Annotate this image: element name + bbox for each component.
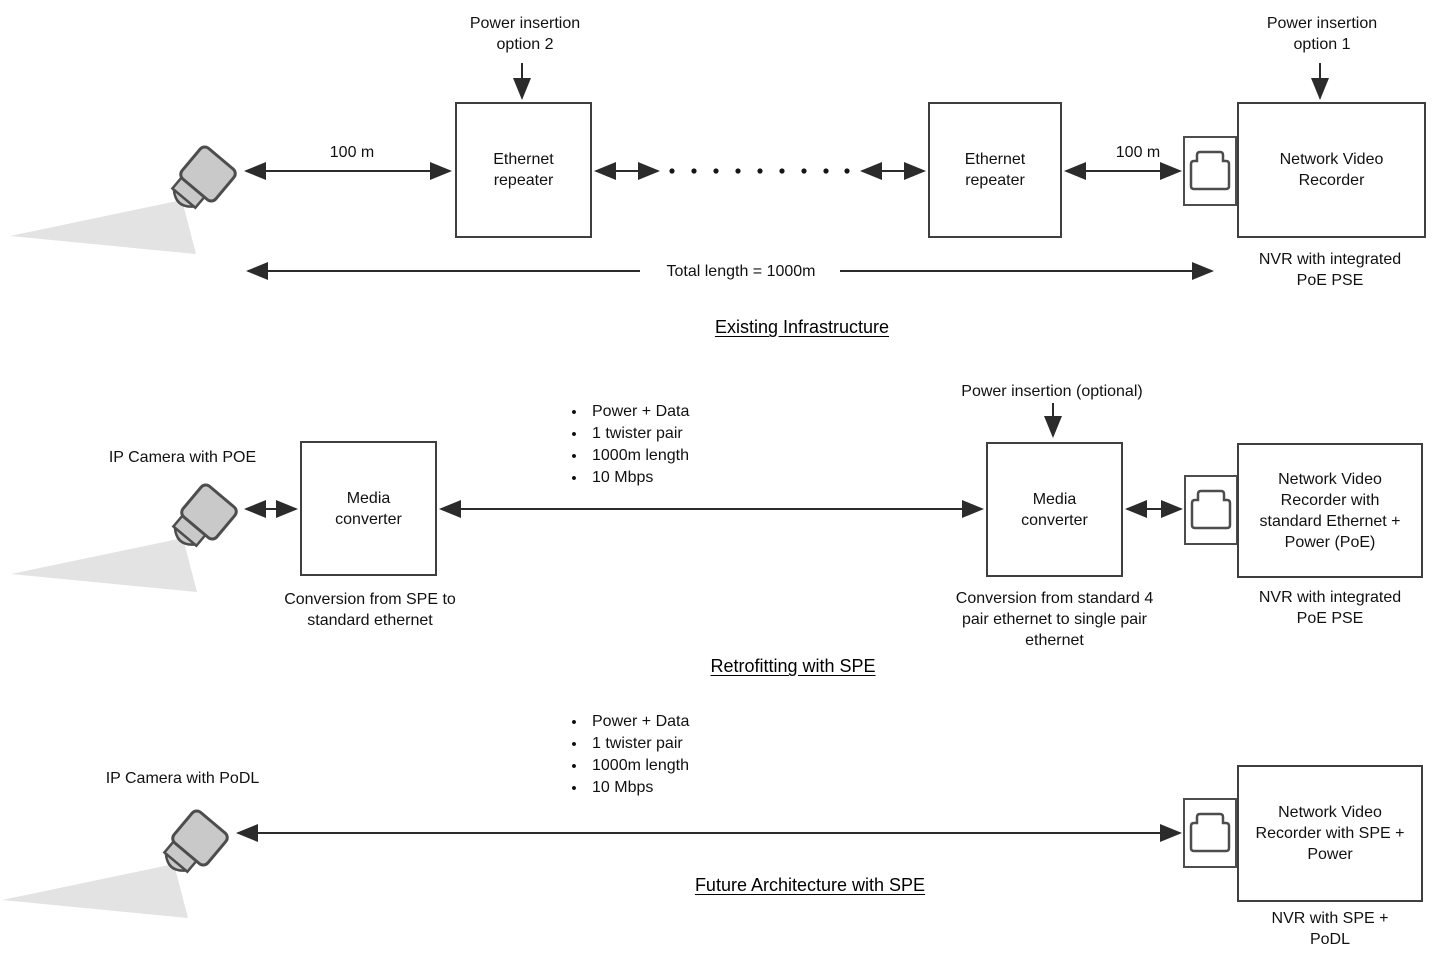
nvr-label: Network Video Recorder (1279, 151, 1384, 189)
media-converter-label: Media converter (1021, 490, 1088, 529)
ethernet-port-icon (1182, 797, 1238, 869)
nvr-label: Network Video Recorder with standard Eth… (1259, 470, 1401, 551)
bullet-icon: • (571, 403, 577, 421)
list-item: • 1 twister pair (556, 423, 689, 445)
bullet-text: 10 Mbps (592, 779, 654, 796)
bullet-text: 10 Mbps (592, 469, 654, 486)
camera-icon (9, 481, 241, 594)
media-converter-box-right: Media converter (986, 442, 1123, 577)
bullet-text: 1000m length (592, 447, 689, 464)
nvr-label: Network Video Recorder with SPE + Power (1255, 804, 1405, 863)
media-converter-box-left: Media converter (300, 441, 437, 576)
nvr-caption-retrofit: NVR with integrated PoE PSE (1258, 589, 1402, 627)
power-insertion-option2-label: Power insertion option 2 (432, 13, 618, 55)
spe-link-bullet-list: • Power + Data • 1 twister pair • 1000m … (556, 401, 689, 489)
section-title-retrofit: Retrofitting with SPE (710, 656, 876, 676)
bullet-text: 1 twister pair (592, 425, 683, 442)
power-insertion-optional-label: Power insertion (optional) (961, 383, 1143, 400)
bullet-icon: • (571, 779, 577, 797)
bullet-icon: • (571, 425, 577, 443)
power-insertion-option2-line1: Power insertion (469, 15, 581, 32)
spe-link-bullet-list: • Power + Data • 1 twister pair • 1000m … (556, 711, 689, 799)
nvr-box-retrofit: Network Video Recorder with standard Eth… (1237, 443, 1423, 578)
bullet-text: Power + Data (592, 403, 690, 420)
list-item: • 1000m length (556, 445, 689, 467)
media-converter2-caption: Conversion from standard 4 pair ethernet… (955, 590, 1154, 649)
camera-icon (8, 143, 240, 256)
list-item: • 1 twister pair (556, 733, 689, 755)
ethernet-repeater-label: Ethernet repeater (493, 151, 554, 189)
bullet-text: Power + Data (592, 713, 690, 730)
media-converter1-caption: Conversion from SPE to standard ethernet (284, 591, 456, 629)
ip-camera-podl-label: IP Camera with PoDL (105, 770, 260, 787)
ethernet-port-icon (1183, 474, 1239, 546)
power-insertion-option1-line2: option 1 (1293, 36, 1351, 53)
bullet-text: 1 twister pair (592, 735, 683, 752)
section-title-future: Future Architecture with SPE (694, 875, 926, 895)
ethernet-repeater-label: Ethernet repeater (964, 151, 1026, 189)
ethernet-repeater-box: Ethernet repeater (928, 102, 1062, 238)
power-insertion-option2-line2: option 2 (496, 36, 554, 53)
power-insertion-option1-label: Power insertion option 1 (1229, 13, 1415, 55)
total-length-label: Total length = 1000m (666, 263, 816, 280)
bullet-icon: • (571, 757, 577, 775)
ethernet-port-icon (1182, 135, 1238, 207)
power-insertion-option1-line1: Power insertion (1266, 15, 1378, 32)
bullet-text: 1000m length (592, 757, 689, 774)
bullet-icon: • (571, 447, 577, 465)
list-item: • Power + Data (556, 711, 689, 733)
ethernet-repeater-box: Ethernet repeater (455, 102, 592, 238)
list-item: • 10 Mbps (556, 467, 689, 489)
media-converter-label: Media converter (335, 489, 402, 528)
nvr-caption-future: NVR with SPE + PoDL (1271, 910, 1389, 948)
distance-label-100m: 100 m (1115, 144, 1161, 161)
nvr-caption-existing: NVR with integrated PoE PSE (1258, 251, 1402, 289)
nvr-box-future: Network Video Recorder with SPE + Power (1237, 765, 1423, 902)
bullet-icon: • (571, 735, 577, 753)
section-title-existing: Existing Infrastructure (714, 317, 890, 337)
list-item: • 10 Mbps (556, 777, 689, 799)
ip-camera-poe-label: IP Camera with POE (108, 449, 257, 466)
list-item: • 1000m length (556, 755, 689, 777)
ellipsis-dots (669, 168, 850, 174)
bullet-icon: • (571, 469, 577, 487)
distance-label-100m: 100 m (329, 144, 375, 161)
camera-icon (0, 807, 232, 920)
list-item: • Power + Data (556, 401, 689, 423)
bullet-icon: • (571, 713, 577, 731)
nvr-box-existing: Network Video Recorder (1237, 102, 1426, 238)
